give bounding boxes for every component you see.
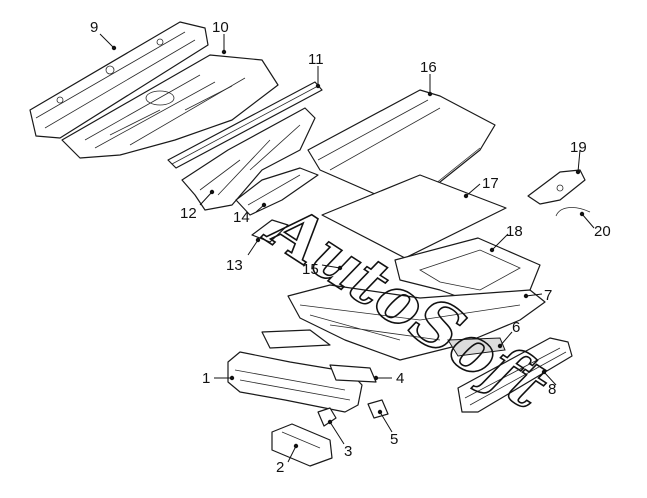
- callout-5: 5: [390, 431, 398, 448]
- callout-10: 10: [212, 19, 229, 36]
- callout-6: 6: [512, 319, 520, 336]
- callout-19: 19: [570, 139, 587, 156]
- part-8-rear-crossmember: [457, 337, 573, 413]
- part-6-bracket: [447, 337, 506, 357]
- callout-12: 12: [180, 205, 197, 222]
- callout-labels: 9 10 11 16 12 14 13 15 17 18 19 20 7 6 8…: [90, 19, 611, 476]
- part-1-side-rail: [227, 329, 363, 413]
- part-3-block: [317, 407, 337, 427]
- callout-17: 17: [482, 175, 499, 192]
- callout-14: 14: [233, 209, 250, 226]
- part-11-rail: [167, 81, 323, 169]
- callout-7: 7: [544, 287, 552, 304]
- callout-20: 20: [594, 223, 611, 240]
- part-5-block: [367, 399, 389, 419]
- callout-18: 18: [506, 223, 523, 240]
- callout-15: 15: [302, 261, 319, 278]
- part-20-hook: [555, 207, 591, 217]
- callout-1: 1: [202, 370, 210, 387]
- part-4-crossmember: [329, 364, 377, 383]
- part-10-front-floor: [61, 54, 279, 159]
- callout-9: 9: [90, 19, 98, 36]
- part-13-reinforcement: [251, 219, 289, 243]
- part-7-rear-floor: [287, 284, 546, 361]
- callout-13: 13: [226, 257, 243, 274]
- callout-16: 16: [420, 59, 437, 76]
- callout-4: 4: [396, 370, 404, 387]
- part-12-bracket: [181, 107, 316, 211]
- part-16-rear-panel: [307, 89, 496, 206]
- part-2-bracket: [271, 423, 333, 467]
- part-17-plate: [321, 174, 507, 259]
- callout-2: 2: [276, 459, 284, 476]
- callout-3: 3: [344, 443, 352, 460]
- part-19-bracket: [527, 169, 586, 205]
- callout-11: 11: [308, 51, 324, 68]
- callout-8: 8: [548, 381, 556, 398]
- part-9-crossmember: [29, 21, 209, 139]
- leader-lines: [99, 33, 595, 463]
- part-14-bracket: [235, 167, 319, 216]
